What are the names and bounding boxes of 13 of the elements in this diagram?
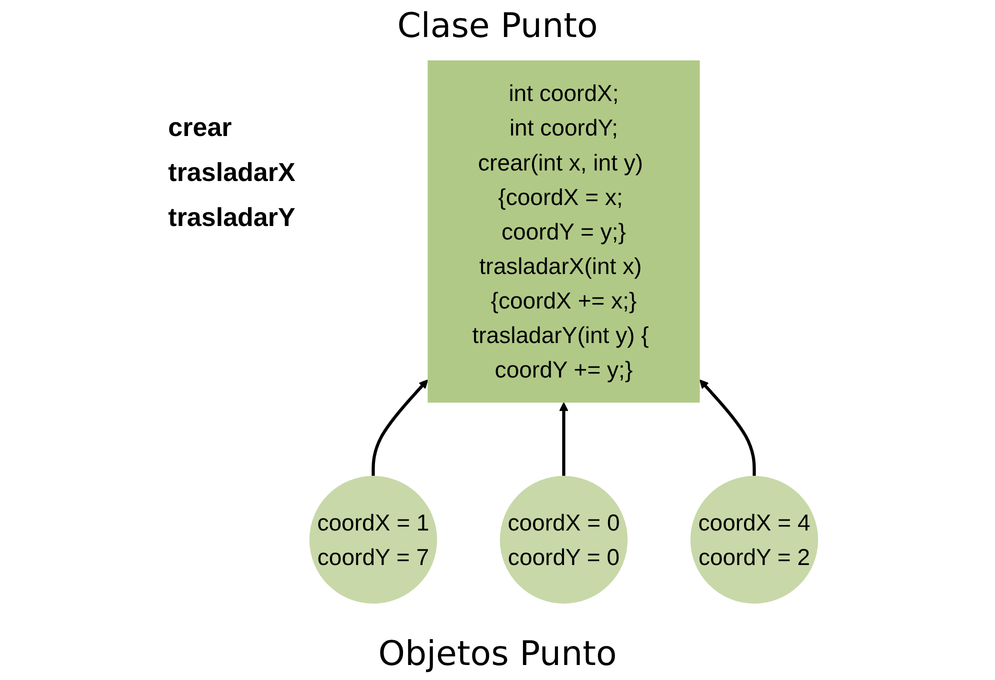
- node-box: [428, 60, 700, 403]
- node-circle: [500, 476, 628, 604]
- node-circle: [690, 476, 818, 604]
- arrow: [700, 379, 756, 476]
- arrow: [559, 402, 569, 476]
- node-circle: [310, 476, 438, 604]
- arrow: [372, 379, 428, 476]
- diagram-caption: Objetos Punto: [378, 634, 617, 674]
- class-diagram: int coordX; int coordY; crear(int x, int y) {coordX = x; coordY = y;} trasladarX(int x) {coordX += x;} trasladarY(int y) { coordY += y;} coordX = 1 coordY = 7 coordX = 0 coordY = 0 coordX = 4 coordY = 2: [301, 52, 827, 612]
- method-name: crear: [168, 112, 233, 143]
- method-name: trasladarX: [168, 157, 296, 188]
- method-name: trasladarY: [168, 202, 296, 233]
- diagram-title: Clase Punto: [397, 6, 598, 46]
